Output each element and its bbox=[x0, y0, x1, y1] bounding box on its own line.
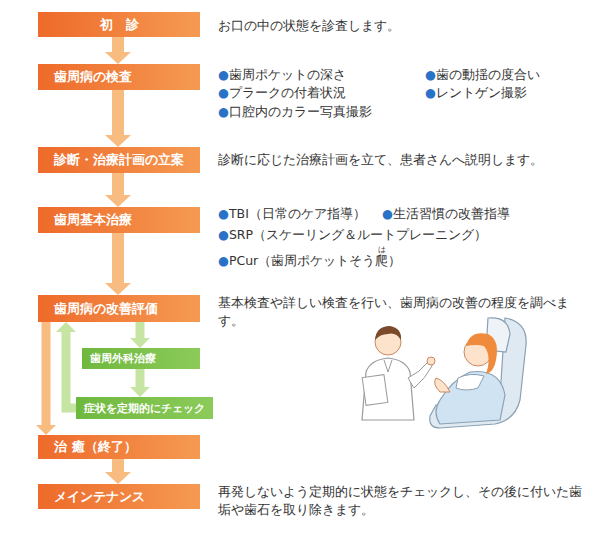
flow-arrow bbox=[105, 233, 131, 295]
arrow-shaft bbox=[112, 90, 124, 136]
bullet-item: ●SRP（スケーリング＆ルートプレーニング） bbox=[218, 226, 487, 244]
step-title: 歯周外科治療 bbox=[90, 351, 156, 366]
bullet-item: ●プラークの付着状況 bbox=[218, 84, 346, 102]
sub-step-box: 症状を定期的にチェック bbox=[76, 397, 213, 419]
step-description: 再発しないよう定期的に状態をチェックし、その後に付いた歯垢や歯石を取り除きます。 bbox=[218, 483, 593, 519]
step-title: 歯周病の改善評価 bbox=[54, 300, 158, 318]
step-title: 治 癒（終了） bbox=[54, 438, 137, 456]
step-box: メインテナンス bbox=[38, 484, 200, 509]
flow-arrow bbox=[105, 37, 131, 64]
flow-arrow bbox=[105, 173, 131, 207]
arrow-shaft bbox=[112, 173, 124, 196]
step-title: 歯周基本治療 bbox=[54, 211, 132, 229]
flow-arrow bbox=[36, 322, 56, 435]
arrow-head bbox=[105, 135, 131, 147]
step-title: 歯周病の検査 bbox=[54, 68, 132, 86]
flow-arrow bbox=[105, 459, 131, 484]
arrow-head bbox=[105, 52, 131, 64]
step-title: 初 診 bbox=[100, 16, 139, 34]
step-box: 初 診 bbox=[38, 12, 200, 37]
bullet-item: ●TBI（日常のケア指導） bbox=[218, 205, 366, 223]
arrow-shaft bbox=[136, 322, 145, 339]
step-box: 歯周病の改善評価 bbox=[38, 295, 200, 322]
step-description: 基本検査や詳しい検査を行い、歯周病の改善の程度を調べます。 bbox=[218, 294, 593, 330]
step-title: メインテナンス bbox=[54, 488, 145, 506]
step-box: 診断・治療計画の立案 bbox=[38, 147, 200, 173]
bullet-item: ●レントゲン撮影 bbox=[425, 84, 527, 102]
bullet-item: ●口腔内のカラー写真撮影 bbox=[218, 103, 372, 121]
arrow-shaft bbox=[112, 233, 124, 284]
bullet-item: ●PCur（歯周ポケットそう爬） bbox=[218, 252, 401, 270]
arrow-head bbox=[130, 387, 150, 397]
arrow-head bbox=[36, 425, 56, 435]
arrow-head bbox=[105, 472, 131, 484]
arrow-shaft bbox=[112, 459, 124, 473]
ruby-reading: は bbox=[378, 246, 386, 254]
arrow-shaft bbox=[66, 331, 76, 408]
sub-step-box: 歯周外科治療 bbox=[82, 348, 200, 369]
step-title: 診断・治療計画の立案 bbox=[54, 151, 184, 169]
step-box: 治 癒（終了） bbox=[38, 435, 200, 459]
bullet-item: ●歯の動揺の度合い bbox=[425, 66, 540, 84]
bullet-item: ●歯周ポケットの深さ bbox=[218, 66, 346, 84]
arrow-shaft bbox=[112, 37, 124, 53]
step-description: お口の中の状態を診査します。 bbox=[218, 17, 400, 35]
arrow-shaft bbox=[42, 322, 51, 426]
arrow-head bbox=[130, 338, 150, 348]
arrow-head bbox=[105, 283, 131, 295]
step-description: 診断に応じた治療計画を立て、患者さんへ説明します。 bbox=[218, 151, 543, 169]
flow-arrow bbox=[130, 369, 150, 397]
step-title: 症状を定期的にチェック bbox=[84, 401, 205, 416]
flow-arrow bbox=[56, 322, 76, 408]
flow-arrow bbox=[105, 90, 131, 147]
arrow-head bbox=[56, 322, 76, 332]
arrow-shaft bbox=[136, 369, 145, 388]
arrow-head bbox=[105, 195, 131, 207]
bullet-item: ●生活習慣の改善指導 bbox=[382, 205, 510, 223]
flow-arrow bbox=[130, 322, 150, 348]
step-box: 歯周病の検査 bbox=[38, 64, 200, 90]
step-box: 歯周基本治療 bbox=[38, 207, 200, 233]
